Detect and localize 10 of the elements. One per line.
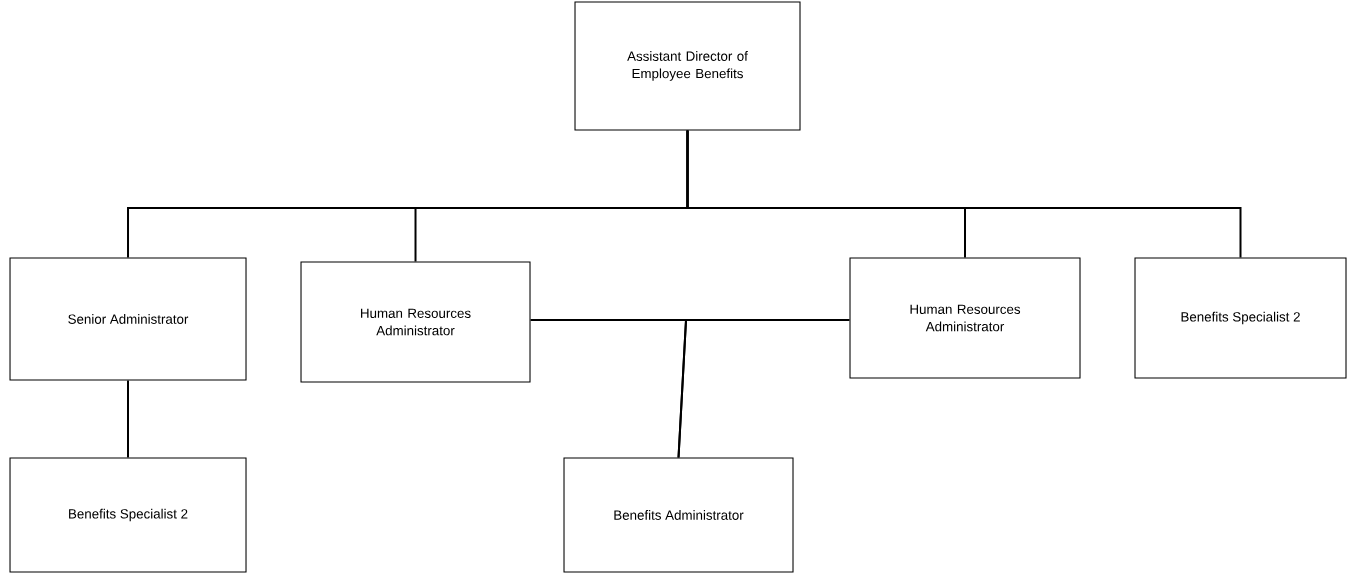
role-box: Benefits Specialist 2 — [9, 457, 247, 573]
connector-line — [677, 319, 851, 459]
role-box: Human Resources Administrator — [849, 257, 1081, 379]
role-box: Senior Administrator — [9, 257, 247, 381]
connector-line — [127, 379, 129, 459]
role-box: Assistant Director of Employee Benefits — [574, 1, 801, 131]
role-box: Benefits Specialist 2 — [1134, 257, 1347, 379]
role-box: Human Resources Administrator — [300, 261, 531, 383]
connector-line — [686, 129, 1242, 259]
role-box: Benefits Administrator — [563, 457, 794, 573]
